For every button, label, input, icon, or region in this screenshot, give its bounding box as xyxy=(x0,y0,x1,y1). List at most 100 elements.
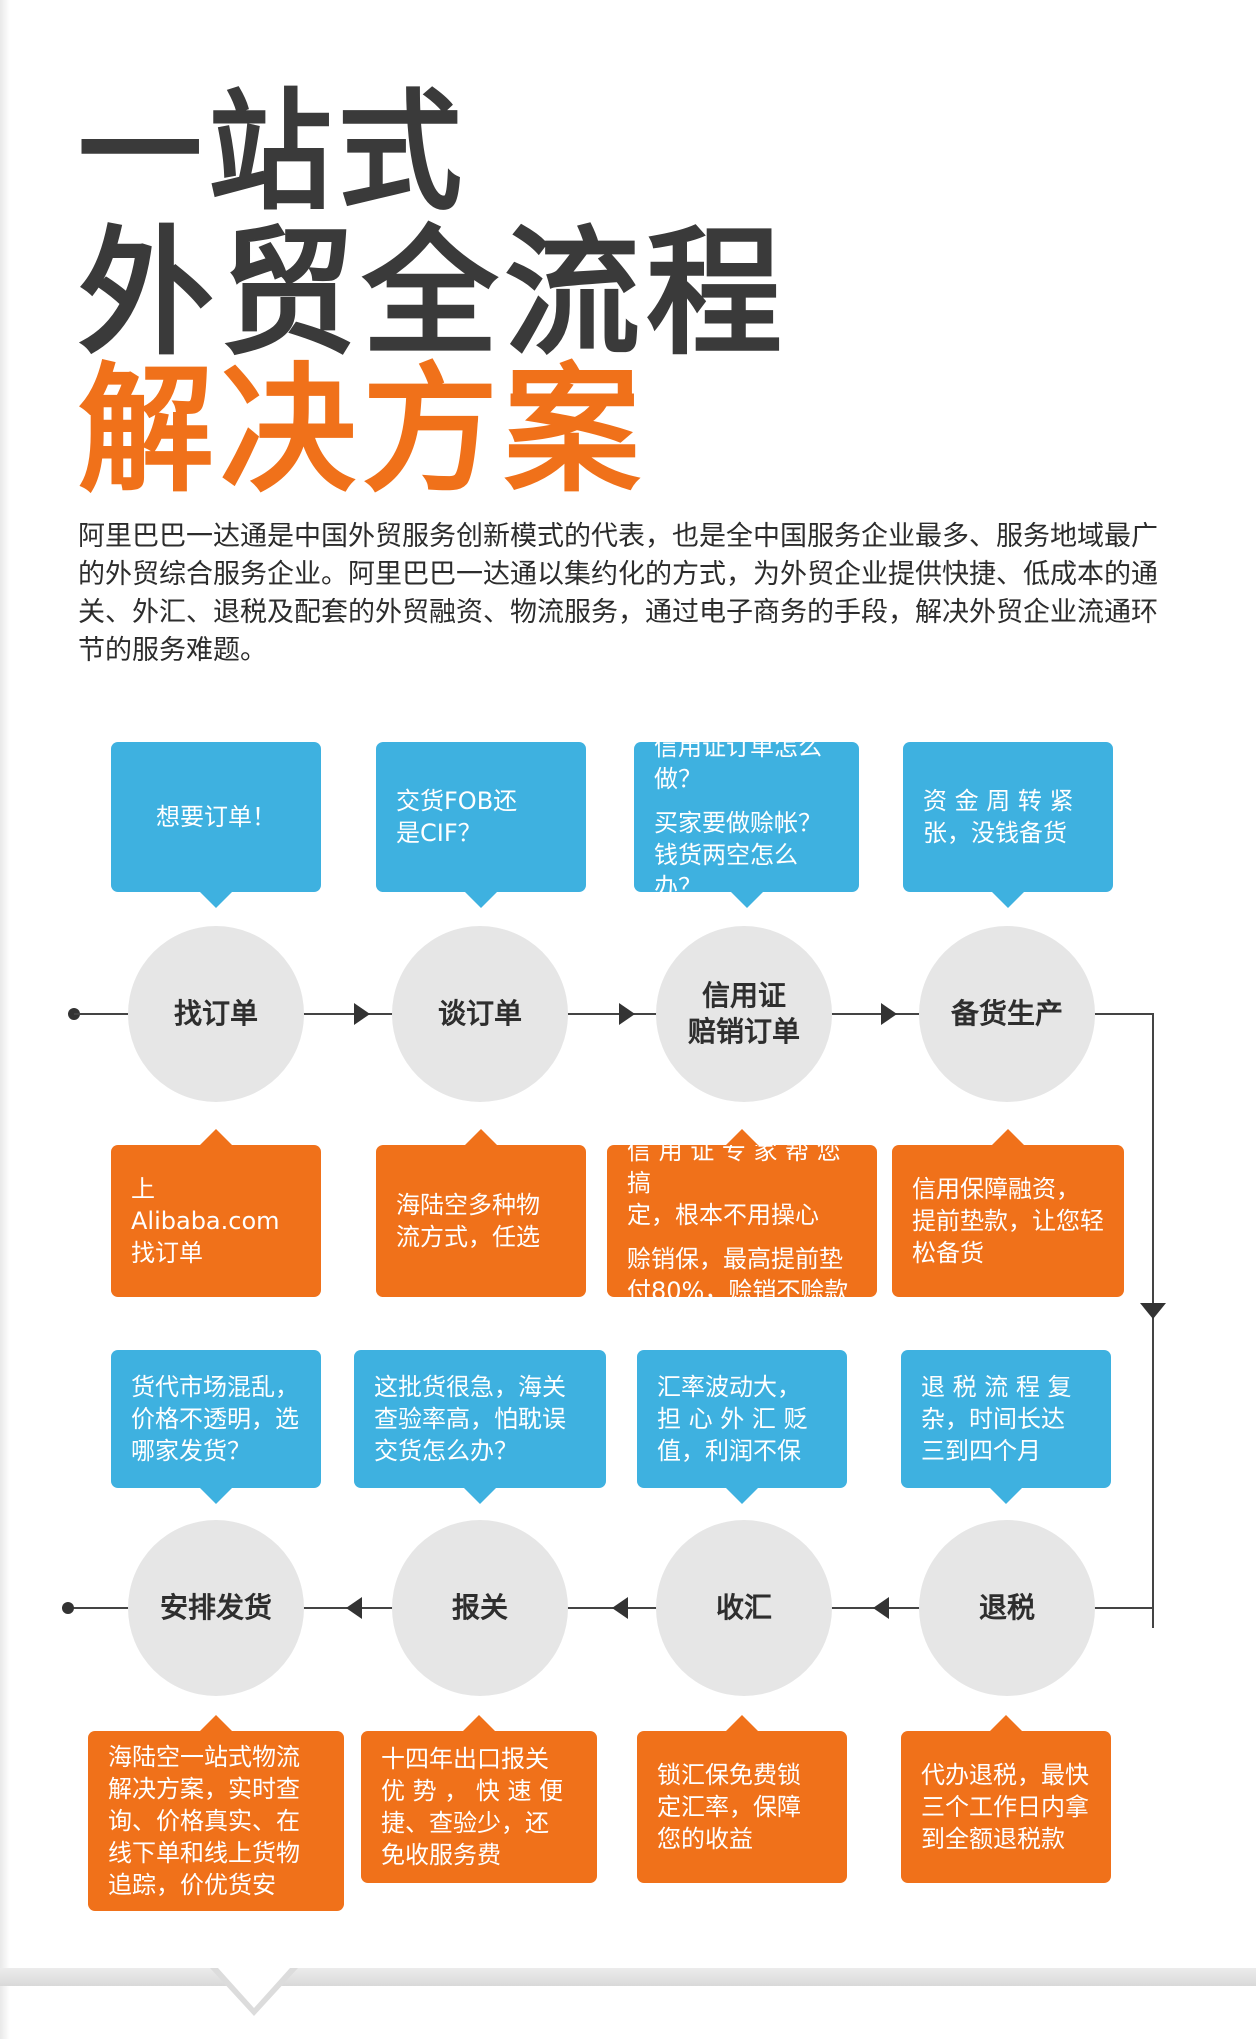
box-pointer xyxy=(726,1129,758,1145)
question-text: 想要订单！ xyxy=(156,803,276,831)
solution-text: 提前垫款，让您轻 xyxy=(912,1207,1104,1235)
step-circle: 找订单 xyxy=(128,926,304,1102)
solution-text: 赊销保，最高提前垫 xyxy=(627,1245,843,1273)
solution-text: 十四年出口报关 xyxy=(381,1745,549,1773)
solution-text: 流方式，任选 xyxy=(396,1223,540,1251)
box-pointer xyxy=(465,1129,497,1145)
question-bubble: 货代市场混乱，价格不透明，选哪家发货？ xyxy=(111,1350,321,1504)
arrow-right-icon xyxy=(619,1003,635,1025)
solution-box: 信 用 证 专 家 帮 您 搞定，根本不用操心赊销保，最高提前垫付80%，赊销不… xyxy=(607,1129,877,1305)
question-text: 杂，时间长达 xyxy=(921,1405,1065,1433)
question-text: 这批货很急，海关 xyxy=(374,1373,566,1401)
box-pointer xyxy=(463,1715,495,1731)
question-text: 买家要做赊帐？ xyxy=(654,809,822,837)
bottom-ribbon xyxy=(0,1968,1256,1986)
bubble-pointer xyxy=(200,892,232,908)
solution-text: 三个工作日内拿 xyxy=(921,1793,1089,1821)
solution-box: 信用保障融资， 提前垫款，让您轻松备货 xyxy=(892,1129,1124,1297)
question-text: 担 心 外 汇 贬 xyxy=(657,1405,808,1433)
question-text: 交货怎么办？ xyxy=(374,1437,518,1465)
solution-text: 锁汇保免费锁 xyxy=(657,1761,801,1789)
step-label: 收汇 xyxy=(715,1591,772,1624)
question-text: 查验率高，怕耽误 xyxy=(374,1405,566,1433)
right-connector-line-lower xyxy=(1152,1330,1154,1628)
bubble-pointer xyxy=(992,892,1024,908)
step-circle: 信用证 赔销订单 xyxy=(656,926,832,1102)
step-circle: 报关 xyxy=(392,1520,568,1696)
solution-text: 您的收益 xyxy=(657,1825,753,1853)
solution-text: 优 势 ， 快 速 便 xyxy=(381,1777,564,1805)
question-text: 哪家发货？ xyxy=(131,1437,251,1465)
solution-text: 定汇率，保障 xyxy=(657,1793,801,1821)
solution-box: 代办退税，最快三个工作日内拿到全额退税款 xyxy=(901,1715,1111,1883)
end-dot xyxy=(62,1602,74,1614)
box-pointer xyxy=(200,1129,232,1145)
box-pointer xyxy=(990,1715,1022,1731)
solution-text: 海陆空多种物 xyxy=(396,1191,540,1219)
solution-box: 十四年出口报关优 势 ， 快 速 便捷、查验少，还免收服务费 xyxy=(361,1715,597,1883)
question-bubble: 想要订单！ xyxy=(111,742,321,908)
question-bubble: 汇率波动大， 担 心 外 汇 贬值，利润不保 xyxy=(637,1350,847,1504)
question-bubble: 资 金 周 转 紧张，没钱备货 xyxy=(903,742,1113,908)
question-bubble: 这批货很急，海关查验率高，怕耽误交货怎么办？ xyxy=(354,1350,606,1504)
question-text: 退 税 流 程 复 xyxy=(921,1373,1072,1401)
solution-text: 定，根本不用操心 xyxy=(627,1201,819,1229)
question-text: 汇率波动大， xyxy=(657,1373,801,1401)
arrow-left-icon xyxy=(346,1597,362,1619)
arrow-left-icon xyxy=(873,1597,889,1619)
question-bubble: 退 税 流 程 复杂，时间长达三到四个月 xyxy=(901,1350,1111,1504)
step-label: 找订单 xyxy=(173,997,258,1030)
bubble-pointer xyxy=(730,892,763,908)
step-label: 报关 xyxy=(451,1591,508,1624)
solution-box: 上Alibaba.com 找订单 xyxy=(111,1129,321,1297)
step-label: 信用证 赔销订单 xyxy=(687,979,800,1048)
question-text: 钱货两空怎么办？ xyxy=(654,841,798,901)
solution-text: 付80%，赊销不赊款 xyxy=(627,1277,849,1305)
solution-text: 到全额退税款 xyxy=(921,1825,1065,1853)
right-connector-line xyxy=(1152,1013,1154,1331)
question-text: 交货FOB还 xyxy=(396,787,518,815)
question-bubble: 交货FOB还是CIF？ xyxy=(376,742,586,908)
solution-box: 海陆空多种物流方式，任选 xyxy=(376,1129,586,1297)
bubble-pointer xyxy=(200,1488,232,1504)
question-text: 值，利润不保 xyxy=(657,1437,801,1465)
bubble-pointer xyxy=(990,1488,1022,1504)
step-circle: 退税 xyxy=(919,1520,1095,1696)
arrow-left-icon xyxy=(612,1597,628,1619)
solution-text: 解决方案，实时查 xyxy=(108,1775,300,1803)
solution-text: 免收服务费 xyxy=(381,1841,501,1869)
step-label: 安排发货 xyxy=(159,1591,272,1624)
title-line-2: 外贸全流程 xyxy=(78,213,788,375)
solution-text: 代办退税，最快 xyxy=(921,1761,1089,1789)
solution-text: 线下单和线上货物 xyxy=(108,1839,300,1867)
step-label: 谈订单 xyxy=(437,997,522,1030)
row2-connector-line xyxy=(68,1607,1154,1609)
arrow-down-icon xyxy=(1140,1303,1166,1319)
bubble-pointer xyxy=(465,892,497,908)
question-text: 是CIF？ xyxy=(396,819,482,847)
step-circle: 收汇 xyxy=(656,1520,832,1696)
step-circle: 谈订单 xyxy=(392,926,568,1102)
question-text: 资 金 周 转 紧 xyxy=(923,787,1074,815)
question-text: 信用证订单怎么做？ xyxy=(654,733,822,793)
solution-text: 信用保障融资， xyxy=(912,1175,1080,1203)
question-text: 张，没钱备货 xyxy=(923,819,1067,847)
question-text: 价格不透明，选 xyxy=(131,1405,299,1433)
bubble-pointer xyxy=(726,1488,758,1504)
box-pointer xyxy=(200,1715,232,1731)
row1-connector-line xyxy=(74,1013,1154,1015)
box-pointer xyxy=(726,1715,758,1731)
solution-text: 询、价格真实、在 xyxy=(108,1807,300,1835)
arrow-right-icon xyxy=(881,1003,897,1025)
solution-box: 锁汇保免费锁定汇率，保障您的收益 xyxy=(637,1715,847,1883)
solution-text: 追踪，价优货安 xyxy=(108,1871,276,1899)
solution-text: 松备货 xyxy=(912,1239,984,1267)
solution-text: 找订单 xyxy=(131,1239,203,1267)
solution-text: 上Alibaba.com xyxy=(131,1175,280,1235)
arrow-right-icon xyxy=(354,1003,370,1025)
box-pointer xyxy=(992,1129,1024,1145)
step-circle: 备货生产 xyxy=(919,926,1095,1102)
step-circle: 安排发货 xyxy=(128,1520,304,1696)
ribbon-notch-inner xyxy=(218,1968,290,2008)
process-flow-diagram: 找订单 想要订单！ 上Alibaba.com 找订单 谈订单 交货FOB还是CIF？ 海陆空… xyxy=(0,720,1256,1950)
